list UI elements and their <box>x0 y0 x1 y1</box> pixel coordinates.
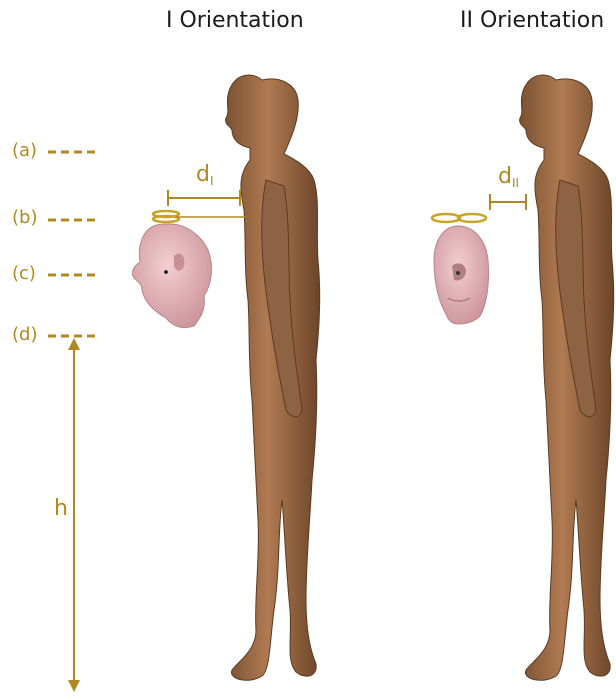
level-a-label: (a) <box>12 140 37 161</box>
level-b-label: (b) <box>12 207 37 228</box>
title-orientation-2: II Orientation <box>460 8 604 33</box>
human-body-figure-1 <box>226 75 320 680</box>
level-dashes <box>48 152 100 336</box>
d2-base: d <box>498 164 512 189</box>
human-body-figure-2 <box>520 75 614 680</box>
head-model-front <box>434 226 489 324</box>
d1-base: d <box>196 162 210 187</box>
loop-antenna-2 <box>432 214 486 222</box>
d2-label: dII <box>498 164 519 190</box>
level-d-label: (d) <box>12 324 37 345</box>
loop-antenna-1 <box>153 211 179 222</box>
d1-sub: I <box>210 174 214 188</box>
d2-dimension <box>490 194 526 210</box>
d2-sub: II <box>512 176 519 190</box>
height-arrow <box>68 338 80 692</box>
title-orientation-1: I Orientation <box>166 8 304 33</box>
d1-label: dI <box>196 162 214 188</box>
level-c-label: (c) <box>12 263 36 284</box>
h-label: h <box>54 496 68 521</box>
head-model-side <box>132 224 211 328</box>
